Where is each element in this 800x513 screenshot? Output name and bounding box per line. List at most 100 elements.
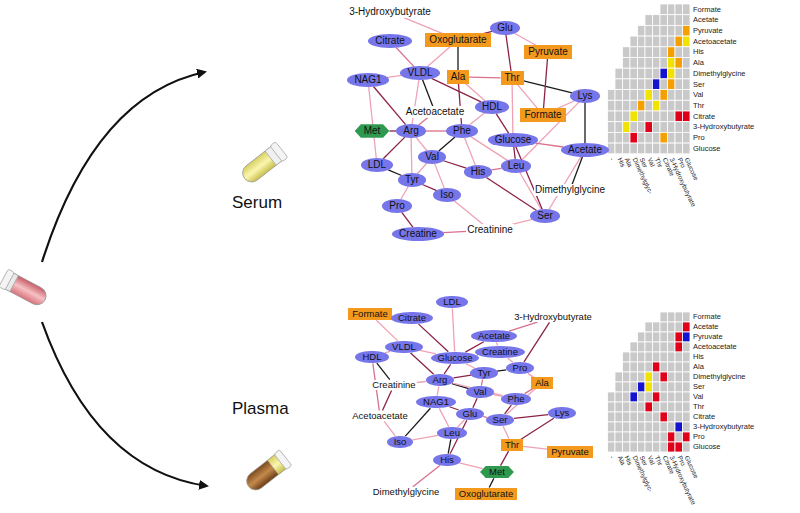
- heatmap-cell: [630, 432, 638, 442]
- correlation-edge: [481, 379, 482, 385]
- heatmap-cell: [638, 442, 646, 452]
- heatmap-cell: [608, 122, 616, 133]
- node-label: HDL: [362, 351, 381, 362]
- heatmap-cell: [653, 372, 661, 382]
- heatmap-cell: [683, 312, 691, 322]
- heatmap-cell: [668, 122, 676, 133]
- heatmap-cell: [683, 372, 691, 382]
- correlation-edge: [384, 421, 395, 436]
- heatmap-cell: [623, 111, 631, 122]
- heatmap-cell: [645, 362, 653, 372]
- node-label: Arg: [403, 125, 419, 136]
- node-label: LDL: [368, 159, 386, 170]
- heatmap-cell: [645, 442, 653, 452]
- heatmap-row-label: Val: [693, 393, 703, 401]
- heatmap-cell: [668, 100, 676, 111]
- metabolite-node: Phe: [501, 393, 532, 406]
- heatmap-cell: [675, 100, 683, 111]
- metabolite-node: HDL: [475, 100, 509, 114]
- heatmap-cell: [660, 382, 668, 392]
- heatmap-cell: [675, 15, 683, 26]
- sample-label: Plasma: [232, 400, 289, 417]
- heatmap-row-label: Val: [693, 91, 703, 99]
- metabolite-node: Creatinine: [466, 224, 514, 236]
- node-label: Met: [489, 466, 505, 477]
- heatmap-cell: [675, 68, 683, 79]
- correlation-edge: [423, 80, 433, 107]
- correlation-edge: [454, 201, 483, 225]
- heatmap-cell: [630, 412, 638, 422]
- heatmap-cell: [660, 79, 668, 90]
- node-label: Acetate: [478, 330, 510, 341]
- heatmap-row-label: His: [693, 48, 704, 56]
- heatmap-cell: [630, 382, 638, 392]
- heatmap-cell: [675, 25, 683, 36]
- correlation-edge: [514, 415, 548, 419]
- correlation-edge: [469, 77, 500, 79]
- correlation-edge: [403, 17, 443, 34]
- correlation-edge: [443, 231, 466, 232]
- metabolite-node: Creatine: [475, 346, 525, 359]
- heatmap-cell: [623, 362, 631, 372]
- heatmap-cell: [615, 111, 623, 122]
- heatmap-cell: [653, 352, 661, 362]
- heatmap-cell: [660, 25, 668, 36]
- heatmap-cell: [653, 47, 661, 58]
- heatmap-row-label: Glucose: [693, 145, 721, 153]
- metabolite-node: Acetoacetate: [351, 411, 408, 422]
- heatmap-cell: [675, 332, 683, 342]
- heatmap-cell: [675, 111, 683, 122]
- heatmap-cell: [615, 392, 623, 402]
- correlation-edge: [524, 322, 549, 361]
- heatmap-cell: [645, 402, 653, 412]
- correlation-edge: [418, 118, 428, 126]
- heatmap-row-label: Pro: [693, 433, 705, 441]
- heatmap-cell: [630, 68, 638, 79]
- node-label: Val: [473, 386, 486, 397]
- heatmap-row-label: Citrate: [693, 413, 715, 421]
- metabolite-node: Val: [466, 386, 493, 399]
- node-label: Dimethylglycine: [535, 184, 605, 195]
- metabolite-node: 3-Hydroxybutyrate: [348, 6, 432, 18]
- heatmap-cell: [615, 132, 623, 143]
- correlation-edge: [405, 408, 430, 436]
- metabolite-node: Phe: [446, 124, 478, 138]
- correlation-edge: [377, 363, 390, 379]
- heatmap-cell: [675, 36, 683, 47]
- heatmap-cell: [623, 143, 631, 154]
- heatmap-cell: [660, 372, 668, 382]
- node-label: Iso: [440, 189, 453, 200]
- heatmap-cell: [660, 392, 668, 402]
- heatmap-cell: [668, 90, 676, 101]
- heatmap-cell: [675, 322, 683, 332]
- heatmap-cell: [683, 100, 691, 111]
- correlation-edge: [464, 83, 485, 101]
- metabolite-node: Acetate: [561, 143, 609, 157]
- node-label: Formate: [524, 109, 561, 120]
- heatmap-cell: [683, 332, 691, 342]
- correlation-edge: [469, 113, 484, 125]
- heatmap-cell: [615, 442, 623, 452]
- heatmap-cell: [653, 412, 661, 422]
- correlation-edge: [439, 408, 448, 426]
- heatmap-cell: [615, 143, 623, 154]
- heatmap-row-label: Acetoacetate: [693, 343, 737, 351]
- node-label: Creatinine: [372, 379, 415, 390]
- heatmap-cell: [660, 342, 668, 352]
- heatmap-row-label: 3-Hydroxybutyrate: [693, 423, 754, 431]
- correlation-edge: [549, 157, 581, 210]
- heatmap-col-label: -: [608, 455, 615, 460]
- heatmap-row-label: Ala: [693, 363, 704, 371]
- heatmap-row-label: Ser: [693, 81, 705, 89]
- node-label: LDL: [443, 296, 460, 307]
- heatmap-cell: [630, 342, 638, 352]
- metabolite-node: Pro: [506, 362, 535, 375]
- heatmap-cell: [668, 47, 676, 58]
- heatmap-cell: [645, 36, 653, 47]
- heatmap-cell: [668, 372, 676, 382]
- heatmap-cell: [675, 342, 683, 352]
- metabolite-node: Dimethylglycine: [372, 487, 441, 498]
- heatmap-row-label: Formate: [693, 313, 721, 321]
- metabolite-node: Creatine: [392, 227, 444, 241]
- heatmap-cell: [683, 68, 691, 79]
